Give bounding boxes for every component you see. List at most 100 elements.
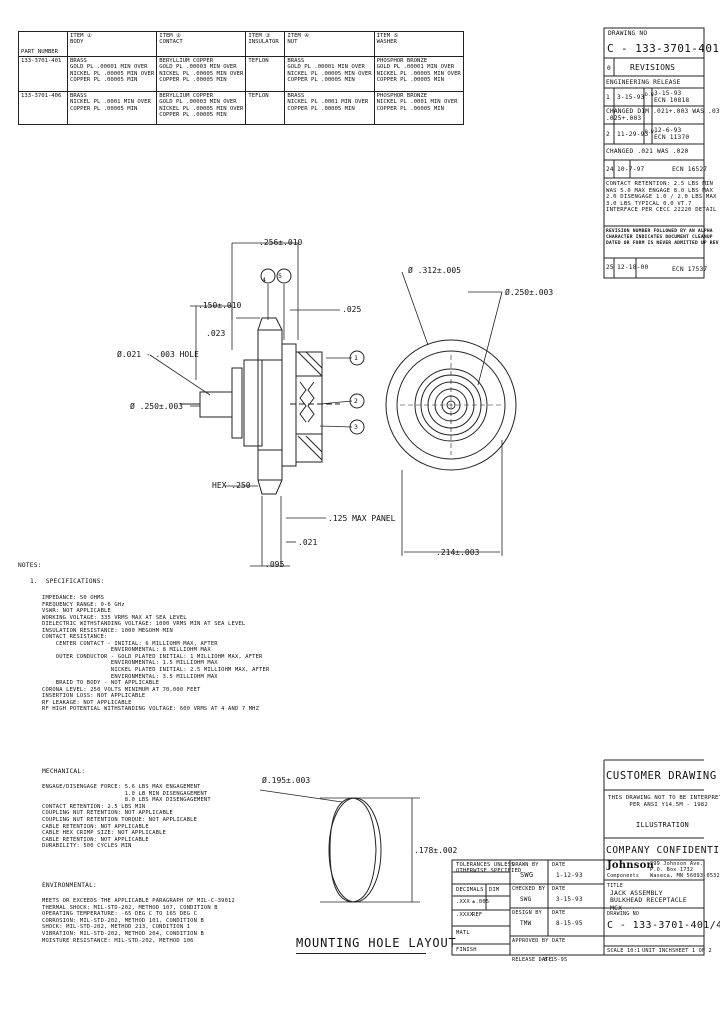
notes-title: NOTES: [18, 562, 42, 569]
dim-outer-dia: Ø .312±.005 [408, 266, 461, 275]
checked-by: SWG [520, 896, 532, 903]
balloon-3-label: 3 [354, 423, 358, 431]
header-item-contact: ITEM ② CONTACT [156, 31, 247, 57]
balloon-leaders [267, 284, 353, 428]
design-date: 8-15-95 [556, 920, 583, 927]
decimals-label: DECIMALS [456, 887, 484, 893]
revision-note: CHANGED DIM .021+.003 WAS .03 .025+.003 [606, 108, 720, 123]
revisions-header: REVISIONS [630, 63, 676, 72]
balloon-1-label: 1 [354, 354, 358, 362]
rev-detail: ECN 17537 [672, 266, 708, 273]
rev-date: 12-18-00 [617, 264, 649, 271]
parts-table: PART NUMBER ITEM ① BODY ITEM ② CONTACT I… [18, 31, 464, 125]
table-header-row: PART NUMBER ITEM ① BODY ITEM ② CONTACT I… [18, 31, 464, 57]
tol-xxx: .XXX [456, 899, 470, 905]
dim-overall-length: .256±.010 [259, 238, 303, 247]
title-label: TITLE [607, 883, 624, 889]
company-sub: Components [607, 873, 640, 879]
balloon-4-label: 4 [262, 276, 266, 284]
revision-note: REVISION NUMBER FOLLOWED BY AN ALPHA CHA… [606, 229, 719, 247]
date-label: DATE [552, 886, 566, 892]
cell-part-number: 133-3701-401 [18, 56, 68, 92]
cell-washer: PHOSPHOR BRONZE GOLD PL .00001 MIN OVER … [373, 56, 464, 92]
cell-body: BRASS GOLD PL .00001 MIN OVER NICKEL PL … [66, 56, 158, 92]
header-item-washer: ITEM ⑤ WASHER [373, 31, 464, 57]
date-label: DATE [552, 862, 566, 868]
mounting-hole-title: MOUNTING HOLE LAYOUT [296, 936, 457, 950]
finish-label: FINISH [456, 947, 477, 953]
dim-flat: .214±.003 [436, 548, 480, 557]
checked-label: CHECKED BY [512, 886, 546, 892]
dim-shoulder: .150±.010 [198, 301, 242, 310]
cell-insulator: TEFLON [245, 91, 286, 125]
drawing-title: JACK ASSEMBLY BULKHEAD RECEPTACLE MCX [610, 889, 687, 912]
design-label: DESIGN BY [512, 910, 542, 916]
cell-insulator: TEFLON [245, 56, 286, 92]
tol-xxxx-val: REF [472, 912, 483, 918]
cell-nut: BRASS NICKEL PL .0001 MIN OVER COPPER PL… [284, 91, 375, 125]
front-view-dimensions [401, 271, 503, 556]
dim-tip: .025 [342, 305, 362, 314]
rev-initials: D.W. [645, 93, 657, 98]
drawn-date: 1-12-93 [556, 872, 583, 879]
balloons [260, 268, 365, 435]
drawn-by: SWG [520, 871, 534, 879]
revision-note: CHANGED .021 WAS .020 [606, 148, 689, 155]
rev-number: 25 [606, 264, 614, 271]
cell-contact: BERYLLIUM COPPER GOLD PL .00003 MIN OVER… [156, 91, 247, 125]
header-part-number: PART NUMBER [18, 31, 68, 57]
rev-number: 2 [606, 131, 610, 138]
company-address: 299 Johnson Ave. P.O. Box 1732 Waseca, M… [650, 861, 720, 880]
header-item-nut: ITEM ④ NUT [284, 31, 375, 57]
mounting-hole-height: .178±.002 [414, 846, 458, 855]
mounting-hole-underline [296, 953, 426, 954]
rev-number: 24 [606, 166, 614, 173]
dim-hole: Ø.021 - .003 HOLE [117, 350, 199, 359]
dim-hex: HEX .250 [212, 481, 251, 490]
company-logo: Johnson [607, 860, 654, 871]
sheet: SHEET 1 OF 2 [672, 948, 712, 954]
dim-inner-dia: Ø.250±.003 [505, 288, 554, 297]
units: UNIT INCH [642, 948, 672, 954]
illustration-label: ILLUSTRATION [636, 821, 689, 829]
scale: SCALE 10:1 [607, 948, 641, 954]
balloon-5-label: 5 [278, 272, 282, 280]
table-row: 133-3701-406 BRASS NICKEL PL .0001 MIN O… [18, 91, 464, 125]
release-date: 8-15-95 [544, 957, 568, 963]
tolerance-label: TOLERANCES UNLESS OTHERWISE SPECIFIED [456, 862, 522, 875]
environmental-title: ENVIRONMENTAL: [42, 882, 97, 889]
customer-drawing: CUSTOMER DRAWING [606, 770, 717, 782]
connector-side-view [180, 317, 340, 495]
dim-flange: .023 [206, 329, 226, 338]
cell-washer: PHOSPHOR BRONZE NICKEL PL .0001 MIN OVER… [373, 91, 464, 125]
spec-mechanical: ENGAGE/DISENGAGE FORCE: 5.6 LBS MAX ENGA… [42, 784, 211, 850]
dim-rear-dia: Ø .250±.003 [130, 402, 183, 411]
drawing-number: C - 133-3701-401/406 [607, 920, 720, 931]
cell-body: BRASS NICKEL PL .0001 MIN OVER COPPER PL… [66, 91, 158, 125]
rev-date: 10-7-97 [617, 166, 645, 173]
cell-contact: BERYLLIUM COPPER GOLD PL .00003 MIN OVER… [156, 56, 247, 92]
dim-label: DIM [489, 887, 500, 893]
spec-title: 1. SPECIFICATIONS: [30, 578, 105, 585]
right-frame-lines [603, 27, 705, 279]
mounting-hole-dia: Ø.195±.003 [262, 776, 311, 785]
title-block-lines [451, 759, 705, 956]
not-interpreted: THIS DRAWING NOT TO BE INTERPRETED PER A… [608, 795, 720, 809]
dim-panel: .125 MAX PANEL [328, 514, 396, 523]
spec-electrical: IMPEDANCE: 50 OHMS FREQUENCY RANGE: 0-6 … [42, 595, 270, 713]
rev-detail: ECN 16527 [672, 166, 708, 173]
drawing-number-top: C - 133-3701-401/406 [607, 42, 720, 55]
dim-nut: .095 [265, 560, 285, 569]
header-item-insulator: ITEM ③ INSULATOR [245, 31, 286, 57]
header-item-body: ITEM ① BODY [66, 31, 158, 57]
connector-front-view [385, 339, 517, 471]
rev-detail: 3-15-93 ECN 10818 [654, 90, 690, 105]
approved-label: APPROVED BY [512, 938, 549, 944]
rev-date: 3-15-93 [617, 94, 645, 101]
checked-date: 3-15-93 [556, 896, 583, 903]
revision-note: CONTACT RETENTION: 2.5 LBS MIN WAS 5.0 M… [606, 181, 717, 214]
mounting-hole-view [259, 789, 420, 903]
engineering-release: ENGINEERING RELEASE [606, 79, 681, 86]
balloon-2-label: 2 [354, 397, 358, 405]
